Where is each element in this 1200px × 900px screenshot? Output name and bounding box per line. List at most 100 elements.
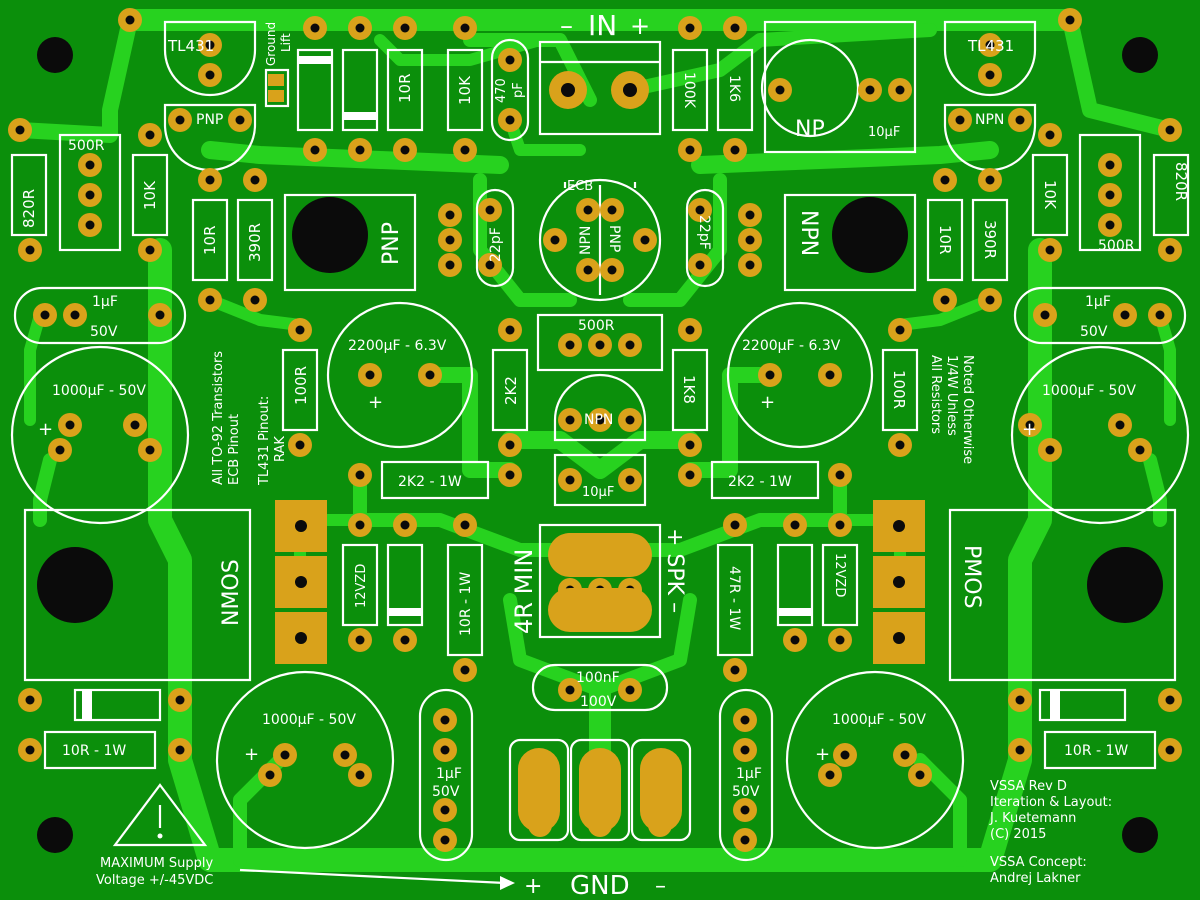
c-22p-right-label: 22pF <box>696 215 712 250</box>
drill-hole <box>400 23 410 33</box>
drill-hole <box>565 340 575 350</box>
drill-hole <box>1105 160 1115 170</box>
drill-hole <box>1105 190 1115 200</box>
drill-hole <box>625 340 635 350</box>
c-1000-top-right-polarity: + <box>1022 419 1037 440</box>
drill-hole <box>1040 310 1050 320</box>
r-10r-right-label: 10R <box>936 225 954 255</box>
input-plus-label: + <box>630 12 650 40</box>
drill-hole <box>25 245 35 255</box>
credits-line-6: VSSA Concept: <box>990 855 1087 870</box>
drill-hole <box>460 145 470 155</box>
resistor-note-1: All Resistors <box>928 355 943 434</box>
drill-hole <box>25 695 35 705</box>
drill-hole <box>940 175 950 185</box>
credits-line-4: (C) 2015 <box>990 827 1046 842</box>
pinout-note-2: ECB Pinout <box>227 414 242 485</box>
drill-hole <box>365 370 375 380</box>
trace-layer <box>12 9 1178 872</box>
c-1u-bottom-left-value: 1µF <box>436 766 462 782</box>
mounting-holes <box>37 37 1163 853</box>
drill-hole <box>595 340 605 350</box>
drill-hole <box>685 325 695 335</box>
drill-hole <box>145 245 155 255</box>
drill-hole <box>310 145 320 155</box>
drill-hole <box>1015 745 1025 755</box>
drill-hole <box>607 265 617 275</box>
r-2k2-1w-right-label: 2K2 - 1W <box>728 474 792 490</box>
drill-hole <box>745 210 755 220</box>
drill-hole <box>1045 130 1055 140</box>
drill-hole <box>730 520 740 530</box>
r-10r-left-label: 10R <box>201 225 219 255</box>
drill-hole <box>310 23 320 33</box>
drill-hole <box>583 265 593 275</box>
drill-hole <box>985 70 995 80</box>
drill-hole <box>730 665 740 675</box>
drill-hole <box>400 635 410 645</box>
drill-hole <box>265 770 275 780</box>
drill-hole <box>205 175 215 185</box>
tl431-note-1: TL431 Pinout: <box>257 396 272 486</box>
c-1000-bottom-right-label: 1000µF - 50V <box>832 712 926 728</box>
r-820-right-label: 820R <box>1172 162 1190 201</box>
drill-hole <box>1045 245 1055 255</box>
drill-hole <box>740 715 750 725</box>
c-1u-left-voltage: 50V <box>90 324 118 340</box>
q-npn-center-label: NPN <box>578 226 594 255</box>
ground-lift-label-1: Ground <box>264 22 278 66</box>
drill-hole <box>15 125 25 135</box>
drill-hole <box>205 70 215 80</box>
input-label: IN <box>588 9 617 42</box>
trim-left-label: 500R <box>68 138 105 154</box>
c-100n-label: 100nF <box>576 670 620 686</box>
credits-line-3: J. Kuetemann <box>989 811 1076 826</box>
drill-hole <box>1045 445 1055 455</box>
drill-hole <box>695 260 705 270</box>
drill-hole <box>835 635 845 645</box>
drill-hole <box>625 685 635 695</box>
zener-right-label: 12VZD <box>832 553 847 597</box>
drill-hole <box>1115 420 1125 430</box>
r-100-left-label: 100R <box>292 366 310 405</box>
c-1u-bottom-right-value: 1µF <box>736 766 762 782</box>
r-2k2-1w-left-label: 2K2 - 1W <box>398 474 462 490</box>
npn-small-label: NPN <box>975 112 1004 128</box>
drill-hole <box>550 235 560 245</box>
drill-hole <box>790 520 800 530</box>
resistor-note-2: 1/4W Unless <box>944 355 959 436</box>
drill-hole <box>1015 695 1025 705</box>
drill-hole <box>765 370 775 380</box>
npn-power-label: NPN <box>796 210 821 256</box>
c-1u-right-voltage: 50V <box>1080 324 1108 340</box>
drill-hole <box>685 440 695 450</box>
drill-hole <box>460 665 470 675</box>
drill-hole <box>205 295 215 305</box>
warning-line-2: Voltage +/-45VDC <box>96 873 213 888</box>
drill-hole <box>55 445 65 455</box>
drill-hole <box>895 85 905 95</box>
nmos-label: NMOS <box>219 559 244 626</box>
drill-hole <box>145 445 155 455</box>
credits-line-1: VSSA Rev D <box>990 779 1067 794</box>
drill-hole <box>840 750 850 760</box>
drill-hole <box>445 235 455 245</box>
drill-hole <box>730 23 740 33</box>
pnp-power-label: PNP <box>379 222 404 265</box>
drill-hole <box>985 295 995 305</box>
trim-center-label: 500R <box>578 318 615 334</box>
drill-hole <box>175 695 185 705</box>
q-npn-bias-label: NPN <box>584 412 613 428</box>
drill-hole <box>1105 220 1115 230</box>
drill-hole <box>355 770 365 780</box>
drill-hole <box>625 415 635 425</box>
drill-hole <box>895 325 905 335</box>
drill-hole <box>685 23 695 33</box>
drill-hole <box>400 520 410 530</box>
drill-hole <box>835 520 845 530</box>
drill-hole <box>955 115 965 125</box>
drill-hole <box>85 190 95 200</box>
pad-layer <box>8 8 1182 852</box>
gnd-plus-label: + <box>524 874 542 899</box>
